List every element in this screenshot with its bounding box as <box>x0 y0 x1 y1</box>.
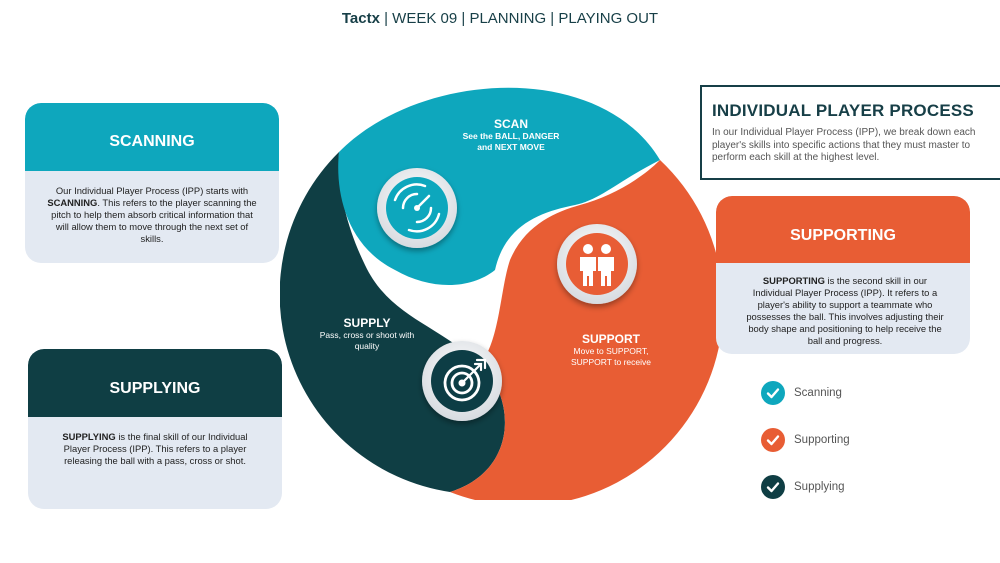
support-icon <box>557 224 637 304</box>
check-icon <box>761 381 785 405</box>
brand-name: Tactx <box>341 10 380 27</box>
legend-label: Scanning <box>794 387 842 399</box>
scanning-card-text: Our Individual Player Process (IPP) star… <box>47 185 257 244</box>
supplying-card-text: SUPPLYING is the final skill of our Indi… <box>62 431 248 466</box>
support-title: SUPPORT <box>581 332 640 346</box>
page-title: Tactx | WEEK 09 | PLANNING | PLAYING OUT <box>0 10 1000 27</box>
supplying-card-title: SUPPLYING <box>28 349 282 417</box>
supporting-card-title: SUPPORTING <box>716 196 970 263</box>
supply-label: SUPPLY Pass, cross or shoot with quality <box>302 316 432 352</box>
supporting-card-text: SUPPORTING is the second skill in our In… <box>746 275 944 346</box>
legend-label: Supplying <box>794 481 845 493</box>
scanning-card: SCANNING Our Individual Player Process (… <box>25 103 279 263</box>
scan-title: SCAN <box>493 117 528 131</box>
ipp-box <box>700 85 1000 180</box>
supply-line-2: quality <box>354 341 380 351</box>
legend-label: Supporting <box>794 434 850 446</box>
legend-item-scanning: Scanning <box>761 381 842 405</box>
support-label: SUPPORT Move to SUPPORT, SUPPORT to rece… <box>546 332 676 368</box>
supplying-card: SUPPLYING SUPPLYING is the final skill o… <box>28 349 282 509</box>
ipp-title: INDIVIDUAL PLAYER PROCESS <box>712 101 974 120</box>
ipp-text: In our Individual Player Process (IPP), … <box>712 127 976 163</box>
process-wheel <box>280 87 720 500</box>
supply-line-1: Pass, cross or shoot with <box>319 330 415 340</box>
legend-item-supplying: Supplying <box>761 475 845 499</box>
scan-line-2: and NEXT MOVE <box>477 142 545 152</box>
page-subtitle: | WEEK 09 | PLANNING | PLAYING OUT <box>379 10 659 27</box>
support-segment <box>450 160 720 500</box>
check-icon <box>761 475 785 499</box>
scanning-card-title: SCANNING <box>25 103 279 171</box>
scan-line-1: See the BALL, DANGER <box>462 131 560 141</box>
check-icon <box>761 428 785 452</box>
support-line-1: Move to SUPPORT, <box>573 346 649 356</box>
legend-item-supporting: Supporting <box>761 428 850 452</box>
scan-label: SCAN See the BALL, DANGER and NEXT MOVE <box>446 117 576 153</box>
supply-title: SUPPLY <box>343 316 391 330</box>
support-line-2: SUPPORT to receive <box>571 357 651 367</box>
supporting-card: SUPPORTING SUPPORTING is the second skil… <box>716 196 970 354</box>
